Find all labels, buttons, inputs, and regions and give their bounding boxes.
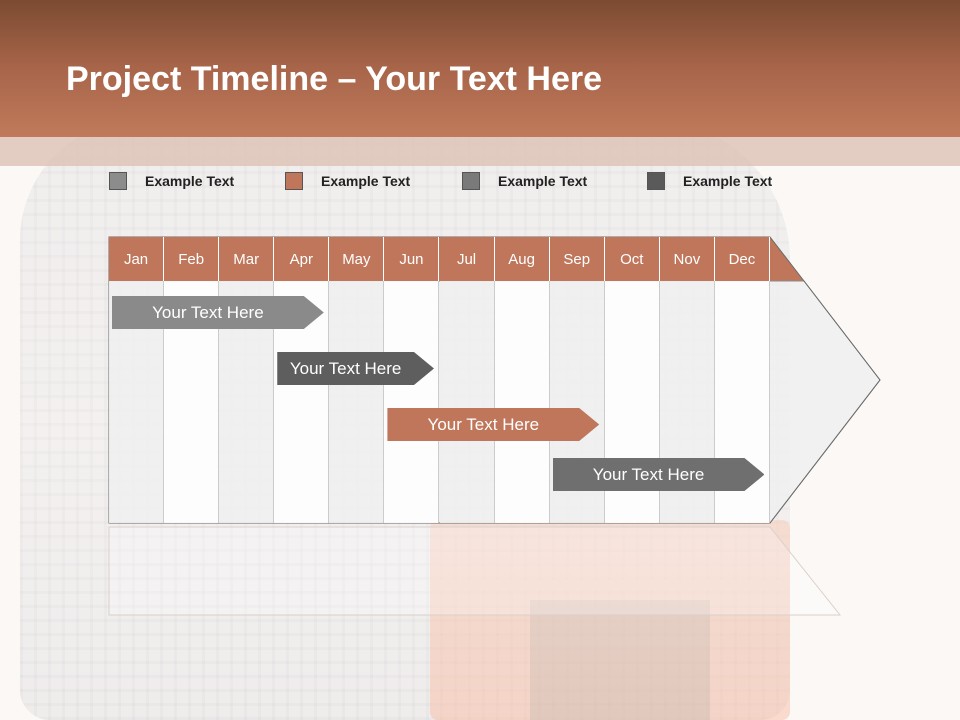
legend-label: Example Text: [683, 173, 773, 189]
legend-item: Example Text: [109, 171, 234, 191]
month-header-sep: Sep: [549, 237, 605, 281]
legend-label: Example Text: [321, 173, 411, 189]
month-header-dec: Dec: [714, 237, 770, 281]
month-header-may: May: [329, 237, 385, 281]
month-header-jul: Jul: [439, 237, 495, 281]
month-column: [494, 281, 550, 523]
title-underband: [0, 137, 960, 166]
month-header-aug: Aug: [494, 237, 550, 281]
legend-item: Example Text: [462, 171, 587, 191]
timeline-reflection: [108, 526, 842, 616]
page-title: Project Timeline – Your Text Here: [66, 60, 602, 99]
month-header-nov: Nov: [659, 237, 715, 281]
legend-item: Example Text: [647, 171, 772, 191]
legend-label: Example Text: [145, 173, 235, 189]
month-header-mar: Mar: [219, 237, 275, 281]
month-header-jan: Jan: [109, 237, 165, 281]
task-bar[interactable]: Your Text Here: [387, 408, 599, 441]
month-column: [329, 281, 385, 523]
legend-label: Example Text: [498, 173, 588, 189]
legend-swatch: [285, 172, 303, 190]
timeline-outline: [108, 236, 881, 524]
title-banner: [0, 0, 960, 137]
month-column: [439, 281, 495, 523]
task-bar[interactable]: Your Text Here: [112, 296, 324, 329]
legend-swatch: [109, 172, 127, 190]
month-header-oct: Oct: [604, 237, 660, 281]
legend-swatch: [647, 172, 665, 190]
month-header-feb: Feb: [164, 237, 220, 281]
month-header-apr: Apr: [274, 237, 330, 281]
title-strong: Project Timeline: [66, 60, 329, 98]
month-column: [384, 281, 440, 523]
task-bar[interactable]: Your Text Here: [277, 352, 434, 385]
task-bar[interactable]: Your Text Here: [553, 458, 765, 491]
legend-item: Example Text: [285, 171, 410, 191]
legend-swatch: [462, 172, 480, 190]
title-rest: – Your Text Here: [328, 60, 603, 98]
month-header-jun: Jun: [384, 237, 440, 281]
